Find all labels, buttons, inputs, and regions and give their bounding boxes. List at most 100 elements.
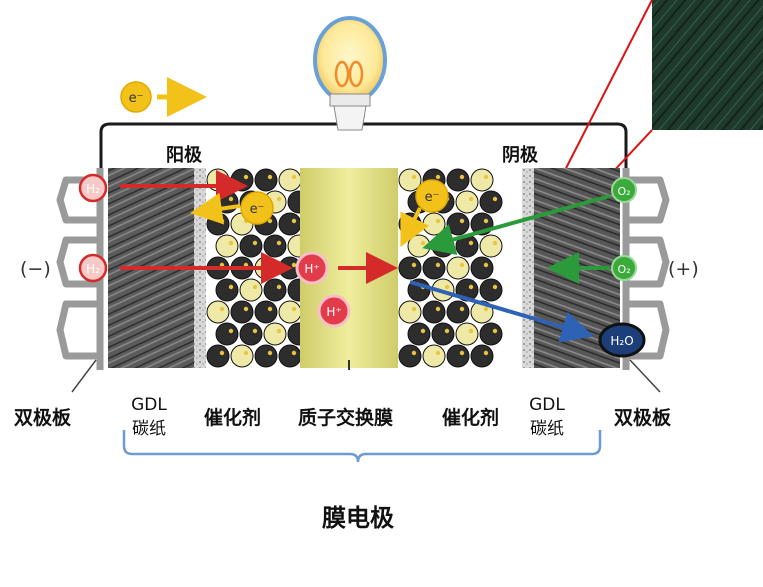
gdl-label-right: GDL 碳纸	[520, 393, 574, 441]
gdl-label-right-line1: GDL	[529, 395, 565, 415]
platinum-dot	[435, 262, 441, 268]
platinum-dot	[267, 218, 273, 224]
catalyst-particle	[230, 344, 254, 368]
platinum-dot	[492, 196, 498, 202]
catalyst-particle	[422, 300, 446, 324]
right-bipolar-plate	[622, 168, 670, 393]
catalyst-particle	[398, 300, 422, 324]
platinum-dot	[483, 350, 489, 356]
platinum-dot	[291, 174, 297, 180]
catalyst-particle	[239, 278, 263, 302]
platinum-dot	[444, 328, 450, 334]
gdl-label-right-line2: 碳纸	[530, 419, 564, 439]
platinum-dot	[252, 328, 258, 334]
proton-label-low: H⁺	[326, 305, 341, 319]
electron-label: e⁻	[129, 91, 144, 106]
catalyst-particle	[407, 322, 431, 346]
platinum-dot	[228, 284, 234, 290]
platinum-dot	[243, 350, 249, 356]
electron-icon-top: e⁻	[120, 81, 152, 113]
o2-molecule-top: O₂	[611, 177, 637, 203]
electron-consume-arrow	[400, 207, 430, 248]
platinum-dot	[291, 350, 297, 356]
catalyst-particle	[407, 234, 431, 258]
catalyst-particle	[470, 344, 494, 368]
platinum-dot	[219, 306, 225, 312]
platinum-dot	[228, 240, 234, 246]
catalyst-particle	[254, 168, 278, 192]
platinum-dot	[468, 240, 474, 246]
catalyst-particle	[215, 322, 239, 346]
catalyst-particle	[455, 322, 479, 346]
platinum-dot	[483, 306, 489, 312]
platinum-dot	[483, 218, 489, 224]
catalyst-particle	[422, 256, 446, 280]
platinum-dot	[435, 350, 441, 356]
light-bulb-icon	[313, 16, 387, 131]
catalyst-particle	[446, 344, 470, 368]
catalyst-particle	[446, 168, 470, 192]
platinum-dot	[219, 174, 225, 180]
water-flow-arrow	[409, 280, 594, 343]
gdl-label-left-line1: GDL	[131, 395, 167, 415]
catalyst-particle	[479, 322, 503, 346]
platinum-dot	[468, 328, 474, 334]
anode-label: 阳极	[166, 145, 202, 166]
h2-molecule-mid: H₂	[78, 253, 108, 283]
negative-terminal-label: (−)	[20, 258, 51, 280]
h2-label-top: H₂	[86, 182, 100, 196]
catalyst-particle	[263, 322, 287, 346]
right-microporous-layer	[522, 168, 534, 368]
catalyst-particle	[206, 212, 230, 236]
water-molecule: H₂O	[598, 322, 646, 358]
catalyst-particle	[263, 278, 287, 302]
right-catalyst-layer	[398, 168, 503, 368]
mea-label: 膜电极	[322, 504, 394, 532]
catalyst-particle	[230, 300, 254, 324]
catalyst-particle	[431, 322, 455, 346]
platinum-dot	[411, 174, 417, 180]
platinum-dot	[483, 262, 489, 268]
platinum-dot	[267, 306, 273, 312]
platinum-dot	[420, 328, 426, 334]
platinum-dot	[252, 240, 258, 246]
platinum-dot	[243, 306, 249, 312]
platinum-dot	[228, 328, 234, 334]
platinum-dot	[252, 284, 258, 290]
catalyst-particle	[215, 278, 239, 302]
platinum-dot	[444, 284, 450, 290]
h2-molecule-top: H₂	[78, 173, 108, 203]
platinum-dot	[219, 350, 225, 356]
platinum-dot	[483, 174, 489, 180]
catalyst-particle	[278, 168, 302, 192]
proton-icon-mid: H⁺	[295, 251, 329, 285]
catalyst-particle	[254, 344, 278, 368]
cathode-label: 阴极	[502, 145, 538, 166]
platinum-dot	[411, 350, 417, 356]
o2-label-mid: O₂	[617, 263, 630, 276]
catalyst-particle	[206, 344, 230, 368]
bipolar-plate-label-right: 双极板	[614, 407, 672, 429]
platinum-dot	[291, 218, 297, 224]
platinum-dot	[492, 240, 498, 246]
platinum-dot	[276, 196, 282, 202]
electron-release-arrow	[190, 192, 241, 225]
platinum-dot	[435, 306, 441, 312]
catalyst-particle	[215, 234, 239, 258]
catalyst-particle	[479, 234, 503, 258]
platinum-dot	[267, 174, 273, 180]
platinum-dot	[492, 284, 498, 290]
proton-label-mid: H⁺	[304, 262, 319, 276]
platinum-dot	[276, 284, 282, 290]
catalyst-particle	[254, 300, 278, 324]
platinum-dot	[291, 306, 297, 312]
catalyst-particle	[455, 190, 479, 214]
catalyst-particle	[239, 322, 263, 346]
platinum-dot	[435, 218, 441, 224]
platinum-dot	[468, 196, 474, 202]
platinum-dot	[243, 174, 249, 180]
gdl-label-left: GDL 碳纸	[122, 393, 176, 441]
catalyst-particle	[422, 212, 446, 236]
platinum-dot	[435, 174, 441, 180]
